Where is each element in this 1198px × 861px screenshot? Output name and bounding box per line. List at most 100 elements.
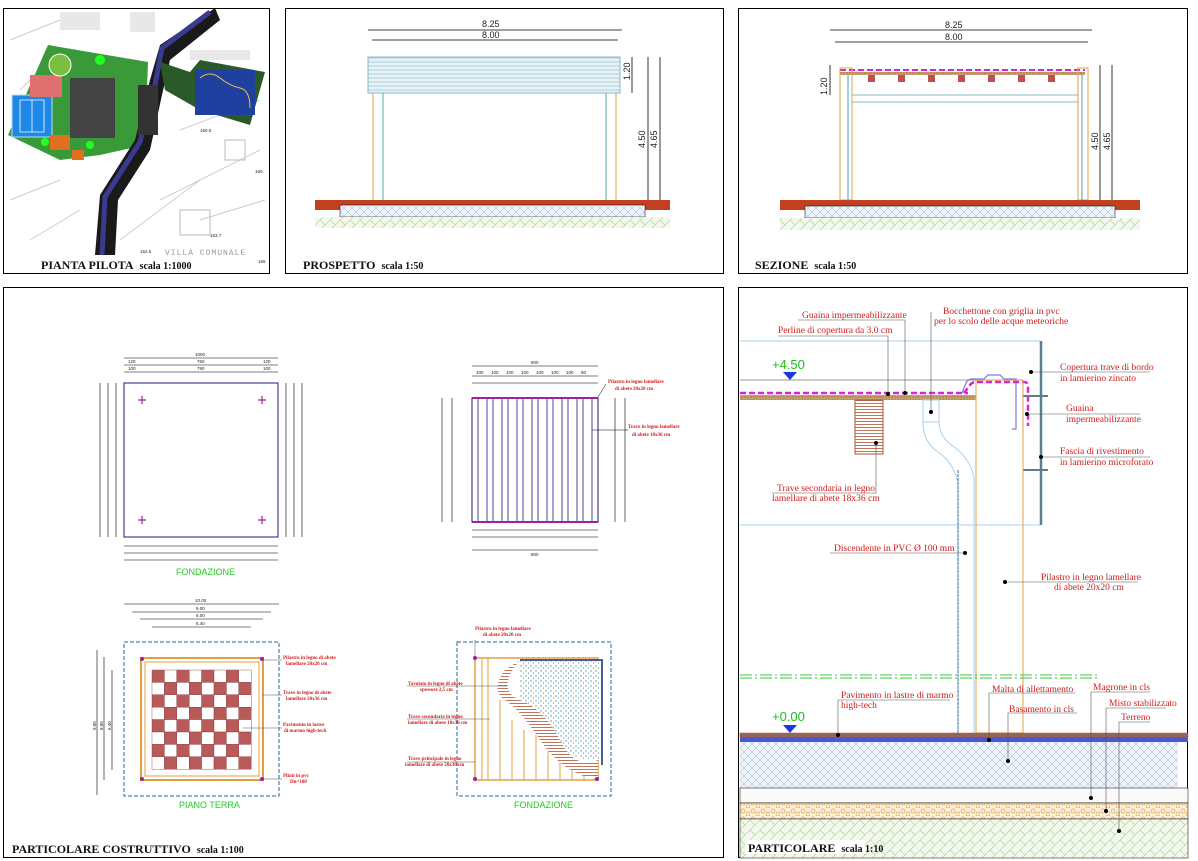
floor-tile [226,682,239,696]
floor-tile [238,744,252,758]
floor-tile [176,669,190,683]
dim-total: 4.65 [649,130,659,148]
floor-tile [164,707,177,720]
dim: 800 [531,552,539,557]
callout: Plinti in pvc [283,774,310,779]
floor-tile [213,756,227,770]
floor-tile [201,694,215,708]
floor-tile [176,744,190,758]
callouts: Guaina impermeabilizzante Perline di cop… [772,307,1177,723]
callout: lamellare di abete 20x36 cm [405,763,465,768]
callout: di abete 20x20 cm [615,387,654,392]
level-top: +4.50 [772,357,805,372]
floor-tile [238,669,252,683]
floor-tile [164,682,177,696]
floor-tile [201,719,215,733]
callout: Pavimento in lastre [283,723,325,728]
columns [372,93,617,200]
floor-tile [188,682,202,696]
floor-tile [213,694,227,708]
floor-tile [176,719,190,733]
map-label: VILLA COMUNALE [165,249,246,258]
floor-tile [213,719,227,733]
floor-tile [238,719,252,733]
dim-roof: 1.20 [622,62,632,80]
callout: di abete 20x20 cm [1054,583,1125,593]
floor-tile [226,756,239,770]
fondazione-detail: Pilastro in legno lamellare di abete 20x… [405,627,612,810]
callout: high-tech [841,701,877,711]
floor-tile [238,731,252,745]
floor-tile [151,669,165,683]
dim: 120 [263,359,271,364]
roof-framing-plan: 800 800 100 100 100 100 100 100 100 80 P… [441,360,680,557]
floor-tile [213,682,227,696]
dimension-lines [829,29,1113,210]
floor-tile [176,756,190,770]
floor-tile [213,744,227,758]
floor-tile [213,707,227,720]
callout: lamellare di abete 18x36 cm [772,494,880,504]
dim: 760 [197,359,205,364]
dim-roof: 1.20 [819,77,829,95]
plan-label: FONDAZIONE [176,567,235,577]
floor-tile [151,756,165,770]
callout: spessore 2,5 cm [420,688,454,693]
dim-column: 4.50 [637,130,647,148]
callout: Pilastro in legno lamellare [1041,573,1141,583]
callout: Tavolato in legno di abete [408,682,463,687]
callout: Pilastro in legno lamellare [608,380,665,385]
dim: 100 [536,370,544,375]
fondazione-plan: 1000 120 760 120 100 790 100 FONDAZIONE [99,352,303,577]
plan-label: FONDAZIONE [514,800,573,810]
dim: 6.40 [107,721,112,730]
floor-tile [238,707,252,720]
callout: Terreno [1121,713,1151,723]
dim: 6.40 [196,621,205,626]
callout: Fascia di rivestimento [1060,447,1144,457]
callout: di abete 20x20 cm [483,633,522,638]
floor-tile [226,719,239,733]
callout: Trave in legno di abete [283,691,332,696]
panel-particolare: +4.50 +0.00 Guaina impermeabilizzante Pe… [738,287,1189,859]
plan-label: PIANO TERRA [179,800,240,810]
floor-tile [226,731,239,745]
callout: Guaina impermeabilizzante [802,311,907,321]
roof-beams [477,398,593,522]
callout: Trave in legno lamellare [628,425,680,430]
piano-terra-plan: 10.00 9.00 8.00 6.40 9.00 8.00 6.40 Pila… [92,598,336,810]
leader-lines [772,312,1166,830]
dimension-lines [368,29,661,210]
floor-tile [213,669,227,683]
floor-tile [201,707,215,720]
callout: lamellare 20x20 cm [286,662,328,667]
site-map [8,8,266,256]
floor-tile [164,744,177,758]
floor-tile [226,694,239,708]
floor-tile [151,731,165,745]
roof-build-up [740,341,1048,525]
foundation [315,200,670,228]
callout: in lamierino microforato [1060,457,1154,468]
spot-height: 163.7 [210,233,222,238]
floor-tile [151,694,165,708]
floor-build-up [739,732,1189,859]
floor-tile [164,756,177,770]
callout: Perline di copertura da 3.0 cm [778,326,893,336]
callout: Trave secondaria in legno [777,484,875,494]
floor-tile [188,731,202,745]
callout: Basamento in cls [1009,705,1074,715]
callout: lamellare 20x36 cm [286,697,328,702]
callout: impermeabilizzante [1066,415,1141,425]
floor-tile [176,682,190,696]
dim: 10.00 [195,598,207,603]
dim: 100 [476,370,484,375]
dim: 1000 [195,352,206,357]
callout: in lamierino zincato [1060,374,1136,384]
marble-floor-pattern [151,669,252,770]
callout: Misto stabilizzato [1109,699,1177,709]
